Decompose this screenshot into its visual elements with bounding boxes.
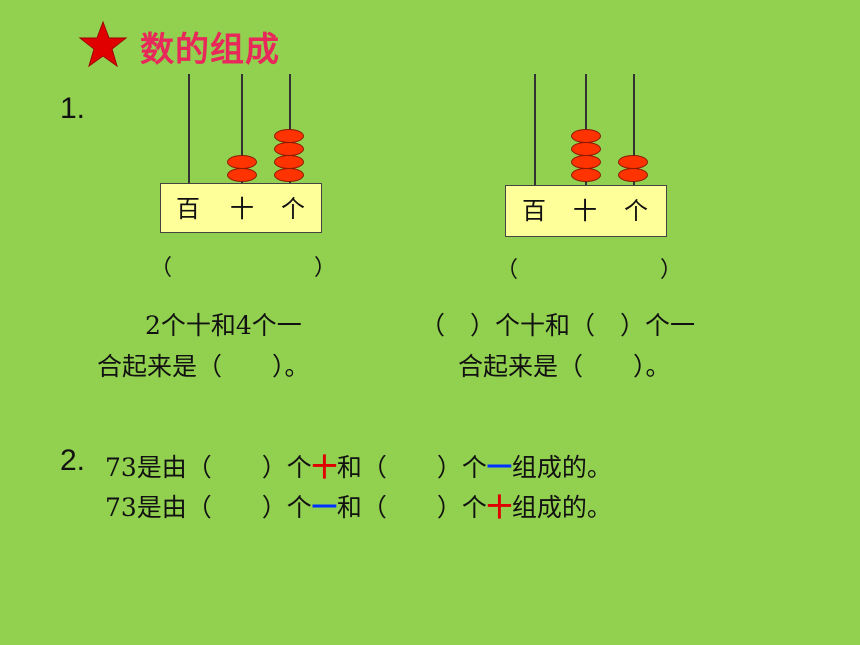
place-value-box: 百 十 个 [160, 183, 322, 233]
bead [571, 168, 601, 182]
right-line-2: 合起来是（ ）。 [458, 352, 671, 381]
q2-line-1-after: 组成的。 [511, 453, 612, 482]
bead [571, 142, 601, 156]
place-value-box: 百 十 个 [505, 185, 667, 237]
bead [274, 155, 304, 169]
right-line-1: （ ）个十和（ ）个一 [420, 311, 696, 340]
label-tens: 十 [573, 197, 597, 225]
one-mark: 一 [486, 453, 512, 482]
q2-line-2-middle: 和（ ）个 [336, 493, 487, 522]
q2-line-2-after: 组成的。 [511, 493, 612, 522]
bead [274, 129, 304, 143]
label-ones: 个 [281, 195, 305, 223]
label-hundreds: 百 [176, 195, 200, 223]
bead [571, 155, 601, 169]
answer-close-paren: ） [314, 256, 337, 281]
answer-open-paren: （ [496, 258, 519, 283]
q2-line-2: 73是由（ ）个一和（ ）个十组成的。 [105, 488, 612, 524]
hundreds-rod [534, 74, 536, 186]
answer-close-paren: ） [660, 258, 683, 283]
left-line-1: 2个十和4个一 [145, 311, 302, 340]
star-icon [78, 20, 128, 68]
label-hundreds: 百 [522, 197, 546, 225]
q2-line-1-middle: 和（ ）个 [336, 453, 487, 482]
label-tens: 十 [230, 195, 254, 223]
ten-mark: 十 [311, 453, 337, 482]
bead [571, 129, 601, 143]
bead [618, 155, 648, 169]
q2-line-1-before: 73是由（ ）个 [105, 453, 312, 482]
answer-open-paren: （ [150, 256, 173, 281]
question-1-number: 1. [60, 92, 86, 125]
bead [618, 168, 648, 182]
left-line-2: 合起来是（ ）。 [97, 352, 310, 381]
bead [274, 142, 304, 156]
bead [227, 168, 257, 182]
hundreds-rod [188, 74, 190, 184]
one-mark: 一 [311, 493, 337, 522]
bead [274, 168, 304, 182]
ten-mark: 十 [486, 493, 512, 522]
tens-rod [241, 74, 243, 184]
question-2-number: 2. [60, 444, 86, 477]
page-title: 数的组成 [140, 30, 280, 70]
label-ones: 个 [624, 197, 648, 225]
ones-rod [633, 74, 635, 186]
bead [227, 155, 257, 169]
q2-line-2-before: 73是由（ ）个 [105, 493, 312, 522]
q2-line-1: 73是由（ ）个十和（ ）个一组成的。 [105, 448, 612, 484]
